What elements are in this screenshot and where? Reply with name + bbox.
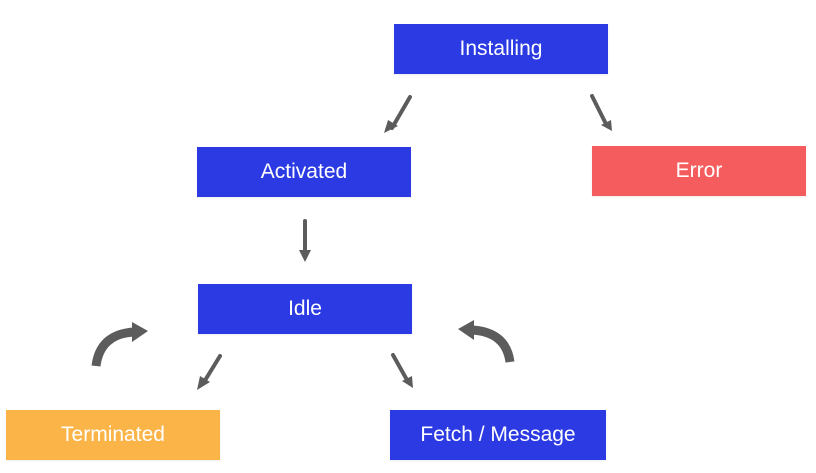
arrow-activated-to-idle-icon: [299, 219, 311, 262]
state-idle: Idle: [198, 284, 412, 334]
state-fetch-message-label: Fetch / Message: [420, 423, 576, 446]
state-error: Error: [592, 146, 806, 196]
state-activated: Activated: [197, 147, 411, 197]
state-fetch-message: Fetch / Message: [390, 410, 606, 460]
arrow-installing-to-error-icon: [590, 94, 612, 131]
cycle-arrow-terminated-to-idle-icon: [91, 322, 148, 367]
state-terminated: Terminated: [6, 410, 220, 460]
state-installing: Installing: [394, 24, 608, 74]
state-activated-label: Activated: [260, 160, 348, 183]
state-idle-label: Idle: [288, 297, 322, 320]
cycle-arrow-fetch-to-idle-icon: [458, 320, 515, 363]
arrow-idle-to-fetch-icon: [391, 353, 413, 388]
state-error-label: Error: [675, 159, 723, 182]
arrow-installing-to-activated-icon: [384, 95, 412, 133]
state-terminated-label: Terminated: [61, 423, 165, 446]
state-installing-label: Installing: [459, 37, 543, 60]
arrow-idle-to-terminated-icon: [197, 354, 222, 390]
